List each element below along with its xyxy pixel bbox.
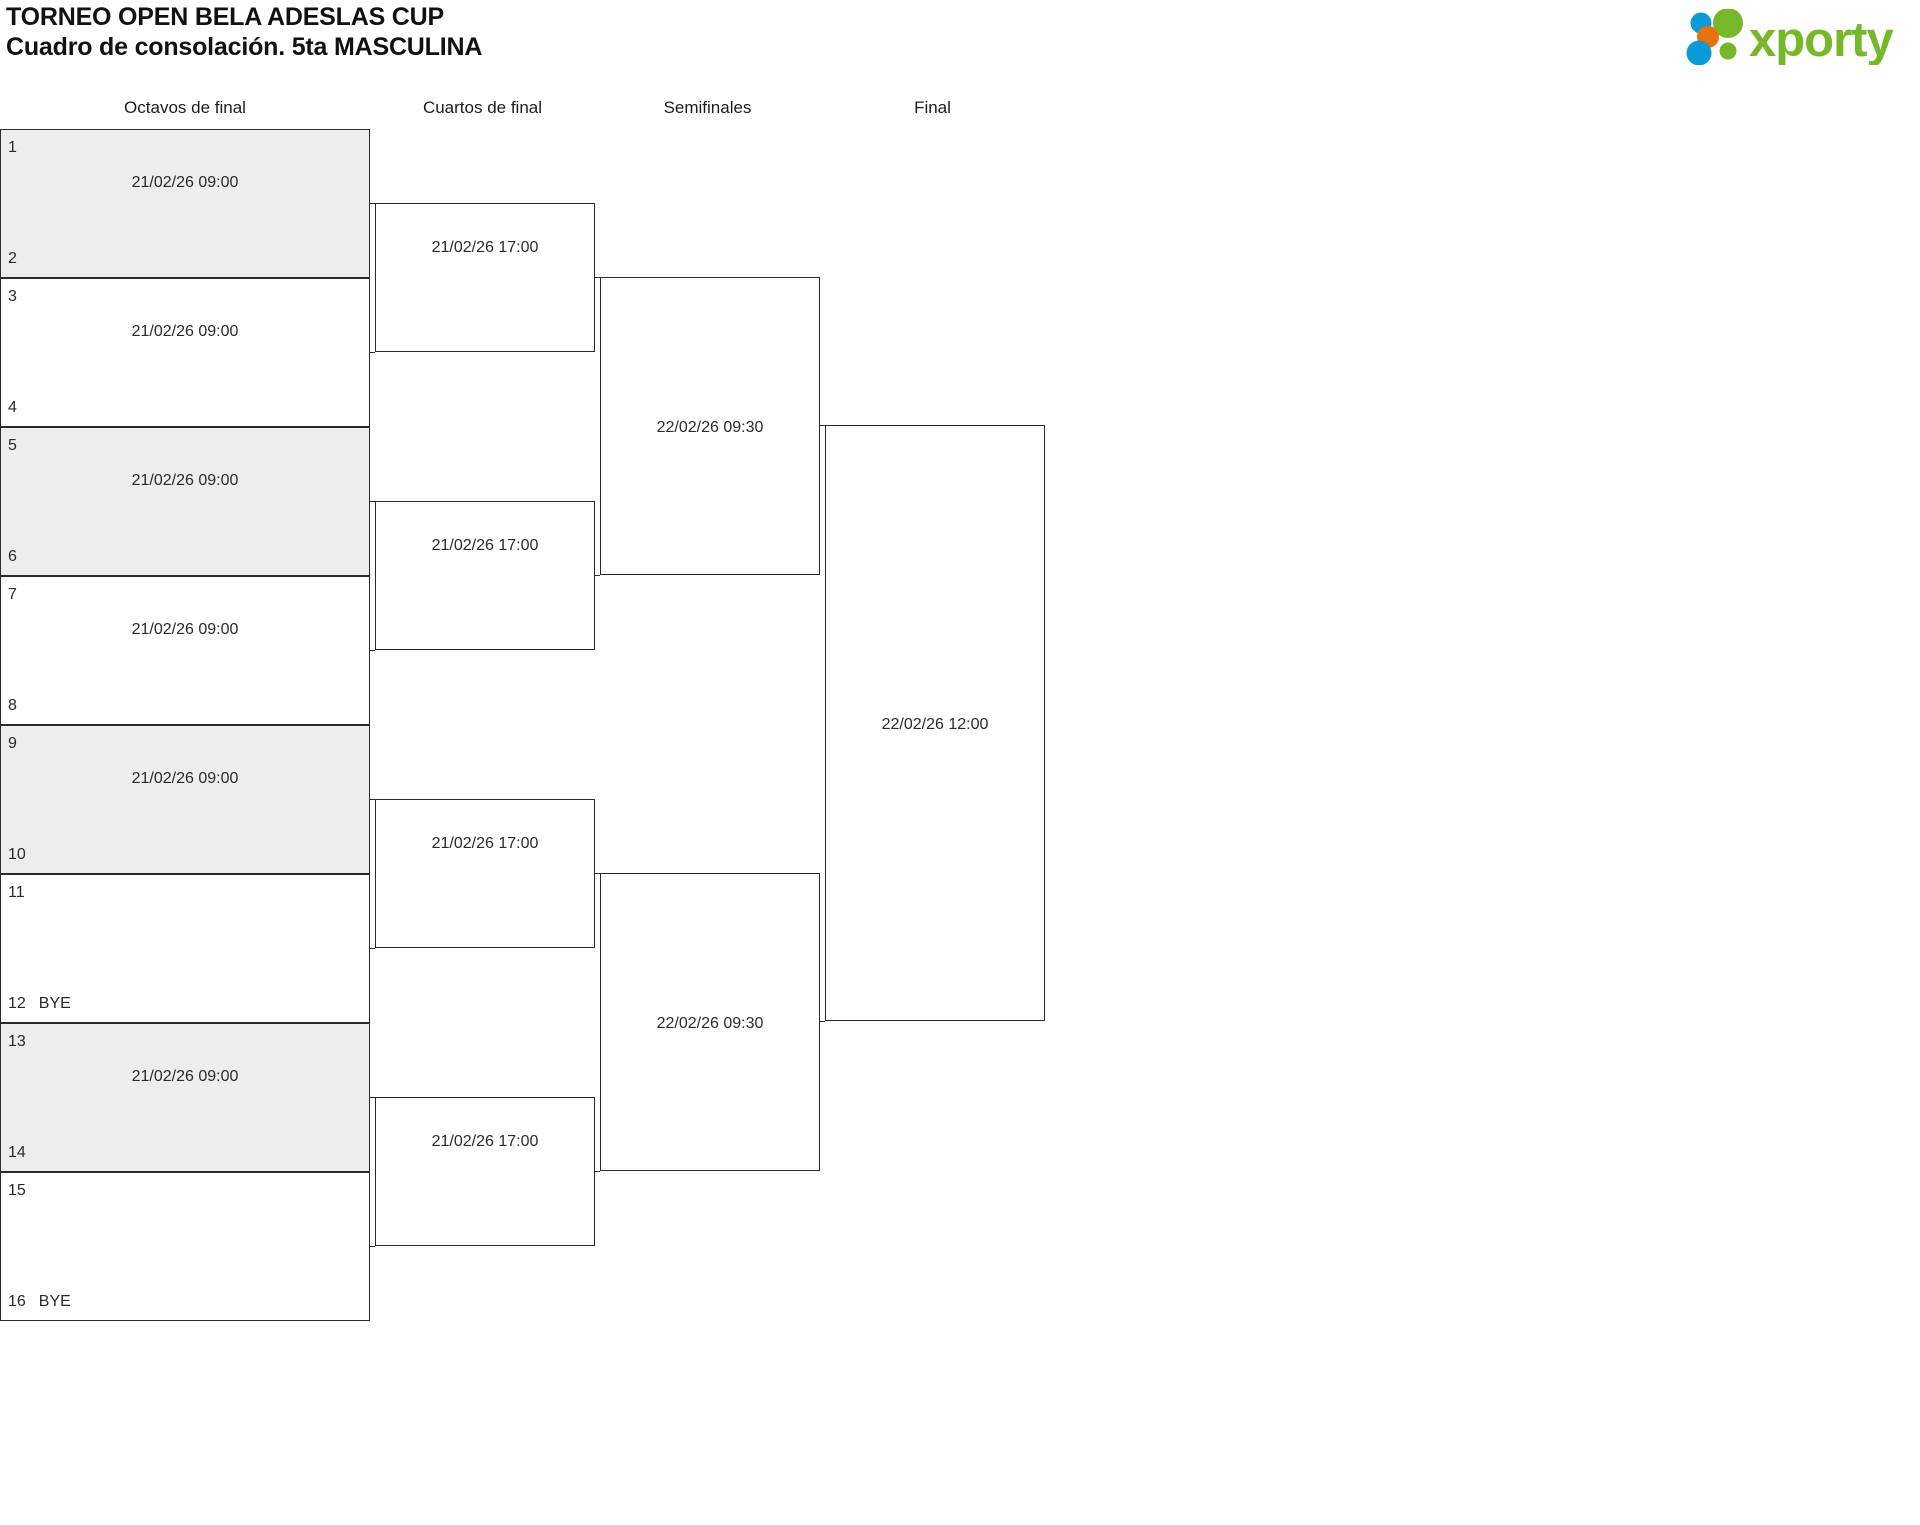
match-r1-4[interactable]: 7 21/02/26 09:00 8 bbox=[0, 576, 370, 725]
round-header-final: Final bbox=[914, 98, 951, 117]
seed-bottom: 2 bbox=[8, 250, 17, 267]
tournament-name: TORNEO OPEN BELA ADESLAS CUP bbox=[6, 3, 444, 31]
match-datetime: 21/02/26 09:00 bbox=[131, 323, 239, 340]
match-datetime: 21/02/26 17:00 bbox=[431, 1133, 539, 1150]
match-datetime: 22/02/26 09:30 bbox=[656, 419, 764, 436]
match-datetime: 21/02/26 17:00 bbox=[431, 239, 539, 256]
seed-bottom: 10 bbox=[8, 846, 26, 863]
connector-r2-2 bbox=[595, 575, 600, 576]
seed-bottom: 14 bbox=[8, 1144, 26, 1161]
match-datetime: 22/02/26 09:30 bbox=[656, 1015, 764, 1032]
connector-r2-3 bbox=[595, 873, 600, 874]
match-r1-5[interactable]: 9 21/02/26 09:00 10 bbox=[0, 725, 370, 874]
round-header-cuartos: Cuartos de final bbox=[422, 98, 543, 117]
connector-r1-1 bbox=[370, 203, 375, 204]
match-datetime: 21/02/26 09:00 bbox=[131, 472, 239, 489]
connector-r1-6 bbox=[370, 948, 375, 949]
page-title: TORNEO OPEN BELA ADESLAS CUP Cuadro de c… bbox=[6, 2, 1106, 62]
match-r2-2[interactable]: 21/02/26 17:00 bbox=[375, 501, 595, 650]
round-header-semis: Semifinales bbox=[663, 98, 752, 117]
connector-r1-3 bbox=[370, 501, 375, 502]
connector-r3-2 bbox=[820, 1021, 825, 1022]
seed-top: 1 bbox=[8, 139, 17, 156]
seed-top: 3 bbox=[8, 288, 17, 305]
round-header-octavos: Octavos de final bbox=[124, 98, 246, 117]
seed-top: 11 bbox=[8, 884, 25, 901]
match-r2-4[interactable]: 21/02/26 17:00 bbox=[375, 1097, 595, 1246]
match-r1-7[interactable]: 13 21/02/26 09:00 14 bbox=[0, 1023, 370, 1172]
xporty-logo-icon: xporty bbox=[1686, 9, 1895, 65]
seed-bottom: 6 bbox=[8, 548, 17, 565]
connector-r2-1 bbox=[595, 277, 600, 278]
svg-text:xporty: xporty bbox=[1749, 13, 1894, 65]
match-r1-2[interactable]: 3 21/02/26 09:00 4 bbox=[0, 278, 370, 427]
match-r2-1[interactable]: 21/02/26 17:00 bbox=[375, 203, 595, 352]
connector-r1-2 bbox=[370, 352, 375, 353]
connector-r1-8 bbox=[370, 1246, 375, 1247]
seed-bottom: 4 bbox=[8, 399, 17, 416]
match-datetime: 22/02/26 12:00 bbox=[881, 716, 989, 733]
match-datetime: 21/02/26 09:00 bbox=[131, 770, 239, 787]
seed-bottom: 8 bbox=[8, 697, 17, 714]
match-r3-1[interactable]: 22/02/26 09:30 bbox=[600, 277, 820, 575]
xporty-logo[interactable]: xporty bbox=[1681, 8, 1896, 66]
bracket-subtitle: Cuadro de consolación. 5ta MASCULINA bbox=[6, 33, 483, 61]
match-datetime: 21/02/26 17:00 bbox=[431, 835, 539, 852]
connector-r1-4 bbox=[370, 650, 375, 651]
seed-top: 13 bbox=[8, 1033, 26, 1050]
seed-top: 7 bbox=[8, 586, 17, 603]
seed-top: 9 bbox=[8, 735, 17, 752]
connector-r2-4 bbox=[595, 1171, 600, 1172]
match-datetime: 21/02/26 09:00 bbox=[131, 1068, 239, 1085]
match-r2-3[interactable]: 21/02/26 17:00 bbox=[375, 799, 595, 948]
seed-top: 5 bbox=[8, 437, 17, 454]
match-r1-3[interactable]: 5 21/02/26 09:00 6 bbox=[0, 427, 370, 576]
connector-r3-1 bbox=[820, 425, 825, 426]
match-datetime: 21/02/26 09:00 bbox=[131, 621, 239, 638]
match-final[interactable]: 22/02/26 12:00 bbox=[825, 425, 1045, 1021]
match-datetime: 21/02/26 09:00 bbox=[131, 174, 239, 191]
match-r3-2[interactable]: 22/02/26 09:30 bbox=[600, 873, 820, 1171]
match-datetime: 21/02/26 17:00 bbox=[431, 537, 539, 554]
connector-r1-5 bbox=[370, 799, 375, 800]
seed-top: 15 bbox=[8, 1182, 26, 1199]
connector-r1-7 bbox=[370, 1097, 375, 1098]
match-r1-1[interactable]: 1 21/02/26 09:00 2 bbox=[0, 129, 370, 278]
